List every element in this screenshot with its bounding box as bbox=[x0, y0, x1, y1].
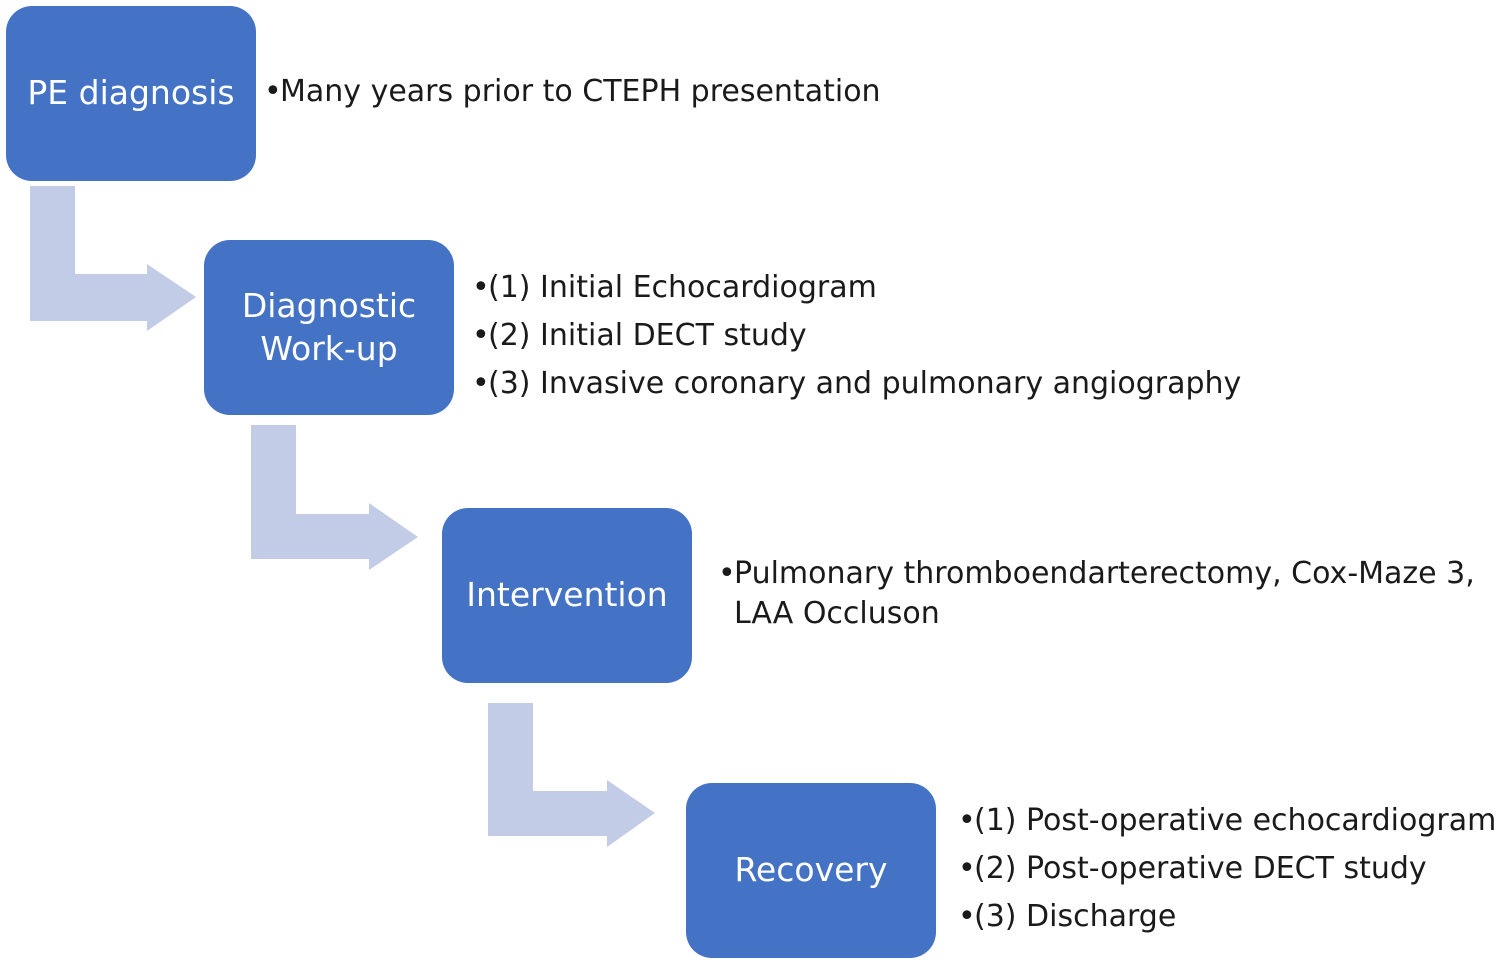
step-label: PE diagnosis bbox=[27, 73, 235, 113]
step-box-recovery: Recovery bbox=[686, 783, 936, 958]
step-box-diagnostic-work-up: Diagnostic Work-up bbox=[204, 240, 454, 415]
note-item: Pulmonary thromboendarterectomy, Cox-Maz… bbox=[718, 554, 1500, 634]
note-item: (2) Initial DECT study bbox=[472, 312, 1241, 360]
note-item: (3) Invasive coronary and pulmonary angi… bbox=[472, 360, 1241, 408]
note-item: (3) Discharge bbox=[958, 893, 1496, 941]
step-label: Recovery bbox=[734, 850, 888, 890]
step-box-pe-diagnosis: PE diagnosis bbox=[6, 6, 256, 181]
note-item: (1) Post-operative echocardiogram bbox=[958, 797, 1496, 845]
note-item: (2) Post-operative DECT study bbox=[958, 845, 1496, 893]
note-item: Many years prior to CTEPH presentation bbox=[264, 72, 881, 112]
step-notes-intervention: Pulmonary thromboendarterectomy, Cox-Maz… bbox=[718, 554, 1500, 634]
step-notes-diagnostic-work-up: (1) Initial Echocardiogram (2) Initial D… bbox=[472, 264, 1241, 408]
step-label: Diagnostic Work-up bbox=[241, 285, 417, 368]
bent-arrow-1 bbox=[30, 186, 196, 331]
step-box-intervention: Intervention bbox=[442, 508, 692, 683]
note-item: (1) Initial Echocardiogram bbox=[472, 264, 1241, 312]
bent-arrow-3 bbox=[488, 703, 655, 847]
step-notes-recovery: (1) Post-operative echocardiogram (2) Po… bbox=[958, 797, 1496, 941]
step-notes-pe-diagnosis: Many years prior to CTEPH presentation bbox=[264, 72, 881, 112]
bent-arrow-2 bbox=[251, 425, 418, 570]
step-label: Intervention bbox=[466, 575, 668, 615]
